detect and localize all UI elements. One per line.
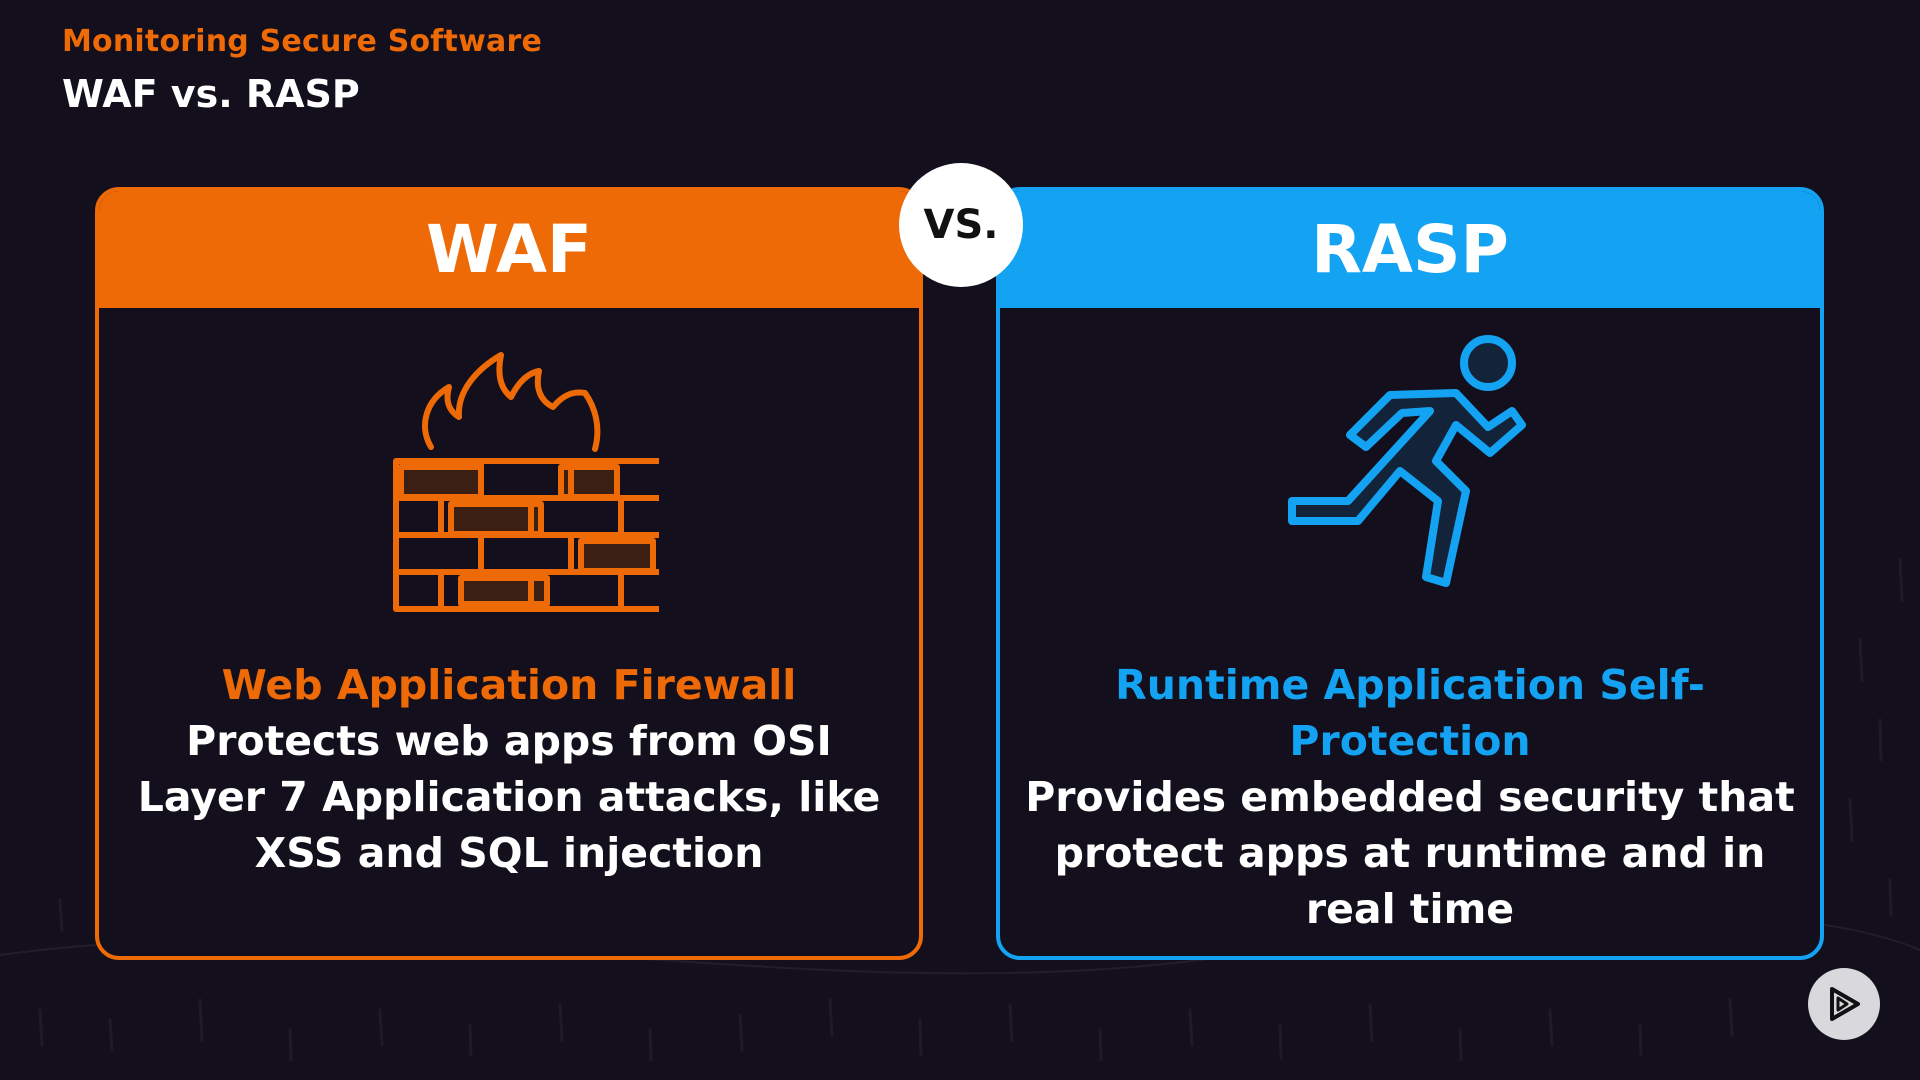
firewall-icon [99,331,919,621]
running-person-icon [1000,331,1820,621]
rasp-description: Provides embedded security that protect … [1025,773,1795,933]
play-button[interactable] [1808,968,1880,1040]
waf-description: Protects web apps from OSI Layer 7 Appli… [137,717,881,877]
rasp-card-heading: RASP [1000,191,1820,308]
play-icon [1830,987,1860,1021]
waf-card: WAF [95,187,923,960]
vs-badge: VS. [899,163,1023,287]
waf-card-heading: WAF [99,191,919,308]
waf-card-text: Web Application Firewall Protects web ap… [119,657,899,881]
slide-title: WAF vs. RASP [62,72,360,116]
rasp-subheading: Runtime Application Self-Protection [1115,661,1705,765]
rasp-card: RASP Runtime Application Self-Protection… [996,187,1824,960]
section-kicker: Monitoring Secure Software [62,24,542,59]
rasp-card-text: Runtime Application Self-Protection Prov… [1020,657,1800,937]
waf-subheading: Web Application Firewall [221,661,797,709]
